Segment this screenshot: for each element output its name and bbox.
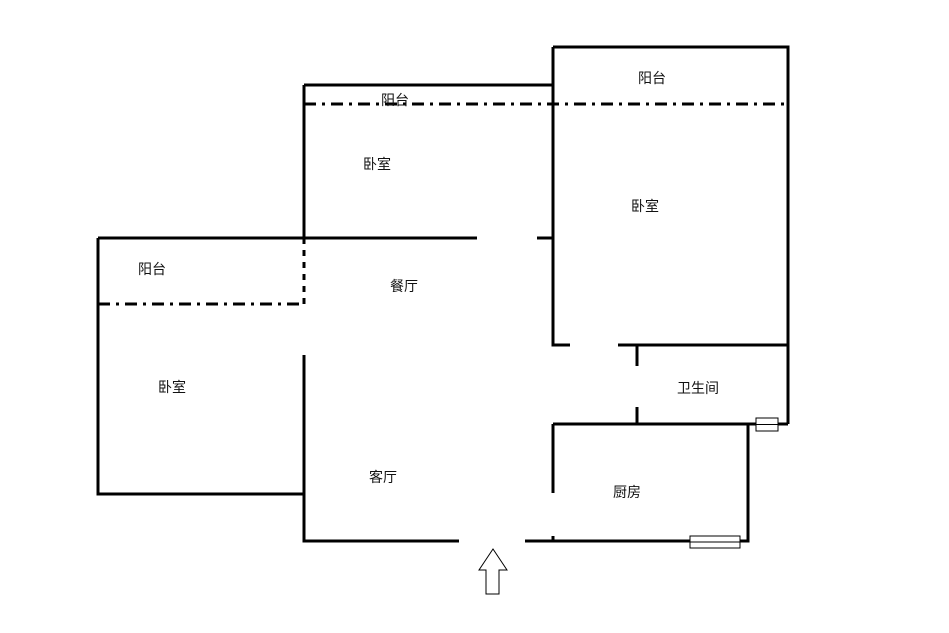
room-label-balcony-left: 阳台 xyxy=(138,262,166,278)
wall xyxy=(302,355,459,543)
room-label-living-room: 客厅 xyxy=(369,470,397,486)
wall xyxy=(525,424,750,543)
room-label-dining-room: 餐厅 xyxy=(390,279,418,295)
room-label-bedroom-right: 卧室 xyxy=(631,199,659,215)
room-label-kitchen: 厨房 xyxy=(613,485,641,501)
room-label-bathroom: 卫生间 xyxy=(677,381,719,397)
room-label-balcony-top-middle: 阳台 xyxy=(381,93,409,109)
walls xyxy=(96,45,790,543)
wall xyxy=(553,45,790,424)
room-label-bedroom-left: 卧室 xyxy=(158,380,186,396)
room-label-balcony-top-right: 阳台 xyxy=(638,71,666,87)
windows xyxy=(689,417,779,549)
up-arrow-icon xyxy=(478,548,508,595)
balcony-lines xyxy=(98,102,788,310)
room-label-bedroom-top-middle: 卧室 xyxy=(363,157,391,173)
wall xyxy=(96,238,304,496)
wall xyxy=(551,47,570,347)
